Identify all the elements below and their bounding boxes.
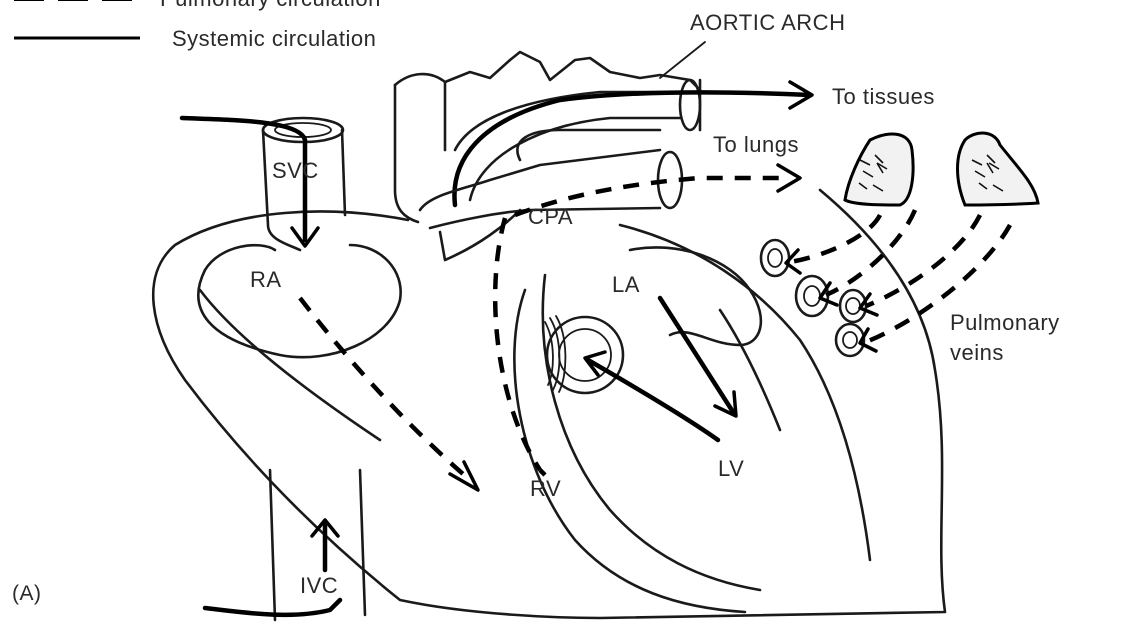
lungs (845, 133, 1038, 205)
label-to-lungs: To lungs (713, 132, 799, 157)
label-pulmonary-veins-1: Pulmonary (950, 310, 1060, 335)
label-panel: (A) (12, 582, 42, 605)
label-pulmonary-veins-2: veins (950, 340, 1004, 365)
left-lung (845, 134, 913, 205)
label-ra: RA (250, 267, 282, 292)
inferior-vena-cava (205, 470, 365, 620)
label-ivc: IVC (300, 573, 338, 598)
right-ventricle-flow (540, 470, 545, 475)
label-cpa: CPA (528, 204, 573, 229)
legend-pulmonary-label: Pulmonary circulation (160, 0, 381, 11)
label-aortic-arch: AORTIC ARCH (690, 10, 845, 35)
legend: Pulmonary circulation Systemic circulati… (14, 0, 381, 51)
right-atrium (198, 245, 478, 490)
label-la: LA (612, 272, 640, 297)
label-svc: SVC (272, 158, 319, 183)
left-heart (545, 247, 761, 440)
label-lv: LV (718, 456, 744, 481)
label-rv: RV (530, 476, 561, 501)
legend-systemic-label: Systemic circulation (172, 26, 376, 51)
label-to-tissues: To tissues (832, 84, 935, 109)
